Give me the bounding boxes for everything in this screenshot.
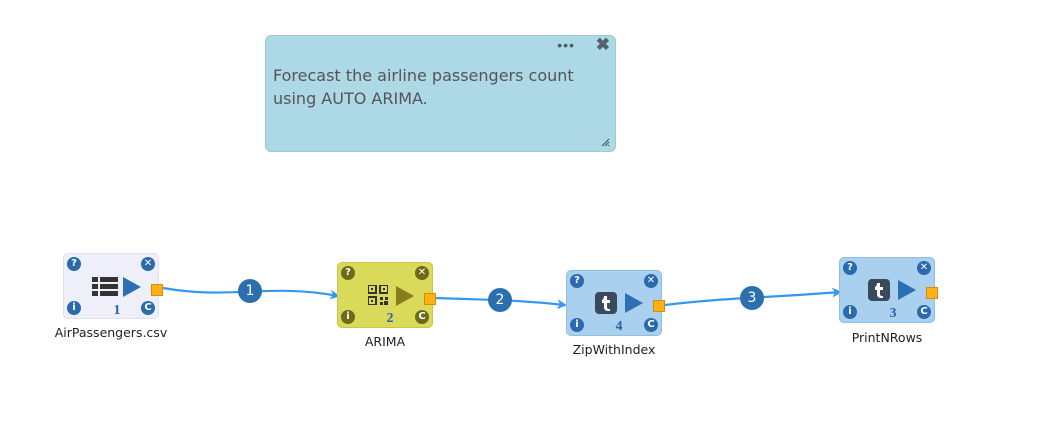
node-order-number: 3 (889, 306, 897, 321)
config-icon[interactable]: C (415, 310, 429, 324)
node-label: AirPassengers.csv (54, 325, 168, 340)
output-port[interactable] (151, 284, 163, 296)
node-order-number: 1 (113, 303, 121, 318)
node-printnrows[interactable]: ? ✕ i C 3 (839, 257, 938, 323)
node-label: PrintNRows (851, 330, 923, 345)
help-icon[interactable]: ? (843, 261, 857, 275)
node-order-number: 4 (615, 319, 623, 334)
node-zipwithindex[interactable]: ? ✕ i C 4 (566, 270, 665, 336)
delete-icon[interactable]: ✕ (141, 257, 155, 271)
note-text[interactable]: Forecast the airline passengers count us… (273, 66, 574, 108)
tumblr-t-icon (868, 279, 890, 301)
help-icon[interactable]: ? (570, 274, 584, 288)
node-airpassengers-csv[interactable]: ? ✕ i C 1 (63, 253, 163, 319)
output-port[interactable] (926, 287, 938, 299)
node-order-number: 2 (386, 311, 394, 326)
info-icon[interactable]: i (67, 301, 81, 315)
node-arima[interactable]: ? ✕ i C 2 (337, 262, 436, 328)
table-list-icon (92, 277, 118, 296)
more-options-icon[interactable]: ••• (557, 37, 575, 53)
help-icon[interactable]: ? (67, 257, 81, 271)
run-arrow-icon[interactable] (625, 293, 643, 313)
resize-handle-icon[interactable] (601, 138, 610, 147)
delete-icon[interactable]: ✕ (644, 274, 658, 288)
node-label: ARIMA (364, 334, 406, 349)
note-toolbar: ••• ✖ (266, 35, 615, 56)
delete-icon[interactable]: ✕ (415, 266, 429, 280)
output-port[interactable] (653, 300, 665, 312)
delete-icon[interactable]: ✕ (917, 261, 931, 275)
help-icon[interactable]: ? (341, 266, 355, 280)
sticky-note[interactable]: ••• ✖ Forecast the airline passengers co… (265, 35, 616, 152)
node-label: ZipWithIndex (572, 342, 656, 357)
run-arrow-icon[interactable] (123, 277, 141, 297)
link-order-badge: 2 (488, 288, 512, 312)
config-icon[interactable]: C (141, 301, 155, 315)
config-icon[interactable]: C (644, 318, 658, 332)
config-icon[interactable]: C (917, 305, 931, 319)
link-order-badge: 1 (238, 279, 262, 303)
info-icon[interactable]: i (843, 305, 857, 319)
qr-code-icon (368, 285, 388, 305)
run-arrow-icon[interactable] (898, 280, 916, 300)
info-icon[interactable]: i (570, 318, 584, 332)
run-arrow-icon[interactable] (396, 286, 414, 306)
close-icon[interactable]: ✖ (595, 35, 610, 54)
link-order-badge: 3 (740, 286, 764, 310)
output-port[interactable] (424, 293, 436, 305)
info-icon[interactable]: i (341, 310, 355, 324)
tumblr-t-icon (595, 292, 617, 314)
